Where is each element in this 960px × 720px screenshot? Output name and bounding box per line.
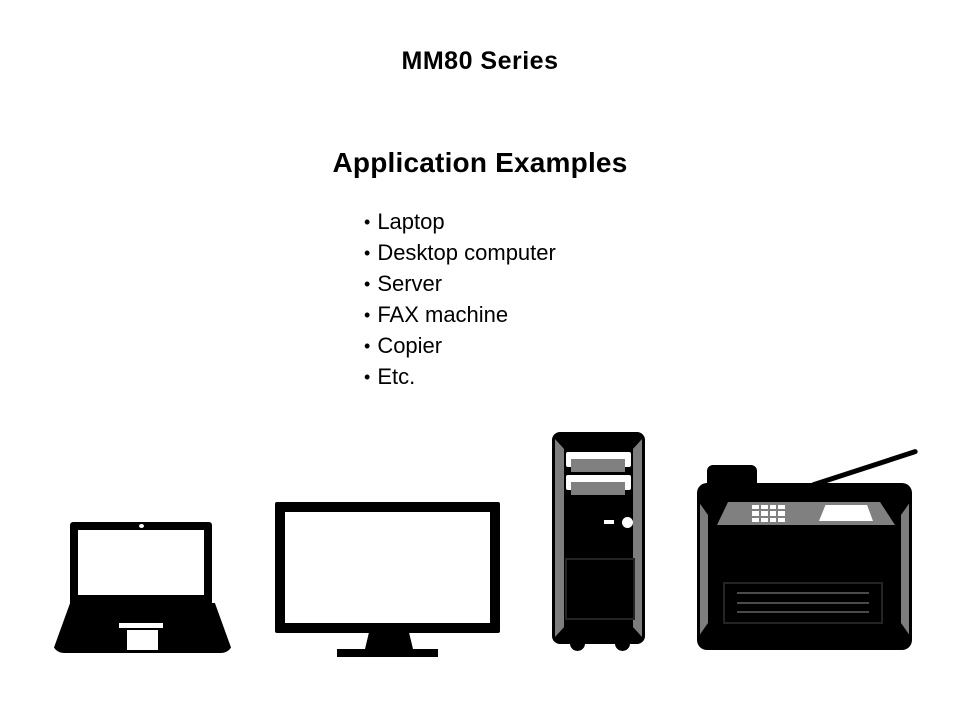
laptop-hinge-bar xyxy=(119,623,163,628)
fax-machine-icon xyxy=(695,448,920,652)
laptop-webcam-dot xyxy=(139,524,144,528)
bullet-icon: • xyxy=(364,305,371,325)
bullet-icon: • xyxy=(364,212,371,232)
server-left-bevel xyxy=(555,439,564,637)
server-vent-panel xyxy=(565,558,635,620)
fax-tray-line xyxy=(737,602,869,604)
list-item: • Etc. xyxy=(364,362,556,393)
monitor-stand-neck xyxy=(365,633,413,649)
monitor-screen xyxy=(275,502,500,633)
laptop-screen xyxy=(70,522,212,603)
fax-paper-guide-arm xyxy=(810,448,919,488)
fax-left-bevel xyxy=(700,503,708,635)
list-item: • Desktop computer xyxy=(364,238,556,269)
server-drive-bay-inset xyxy=(571,482,625,495)
laptop-icon xyxy=(52,520,233,655)
list-item-label: Desktop computer xyxy=(377,240,556,265)
list-item-label: Server xyxy=(377,271,443,296)
list-item: • Copier xyxy=(364,331,556,362)
list-item-label: Laptop xyxy=(377,209,445,234)
bullet-icon: • xyxy=(364,243,371,263)
fax-output-tray xyxy=(723,582,883,624)
fax-keypad xyxy=(752,505,785,522)
fax-tray-line xyxy=(737,592,869,594)
list-item-label: Etc. xyxy=(377,364,416,389)
bullet-icon: • xyxy=(364,274,371,294)
bullet-icon: • xyxy=(364,367,371,387)
list-item: • Laptop xyxy=(364,207,556,238)
server-foot xyxy=(615,638,630,651)
list-item: • Server xyxy=(364,269,556,300)
section-heading: Application Examples xyxy=(332,147,628,178)
server-drive-bay-inset xyxy=(571,459,625,472)
laptop-touchpad xyxy=(127,630,158,650)
fax-display xyxy=(819,505,873,521)
list-item-label: Copier xyxy=(377,333,443,358)
page-title: MM80 Series xyxy=(401,47,559,75)
server-foot xyxy=(570,638,585,651)
server-tower-icon xyxy=(552,432,645,652)
application-examples-list: • Laptop • Desktop computer • Server • F… xyxy=(364,207,556,393)
list-item-label: FAX machine xyxy=(377,302,509,327)
server-power-button xyxy=(622,517,633,528)
desktop-monitor-icon xyxy=(275,502,500,658)
monitor-stand-base xyxy=(337,649,438,657)
fax-right-bevel xyxy=(901,503,909,635)
server-led-dash xyxy=(604,520,614,524)
bullet-icon: • xyxy=(364,336,371,356)
list-item: • FAX machine xyxy=(364,300,556,331)
server-right-bevel xyxy=(633,439,642,637)
fax-tray-line xyxy=(737,611,869,613)
